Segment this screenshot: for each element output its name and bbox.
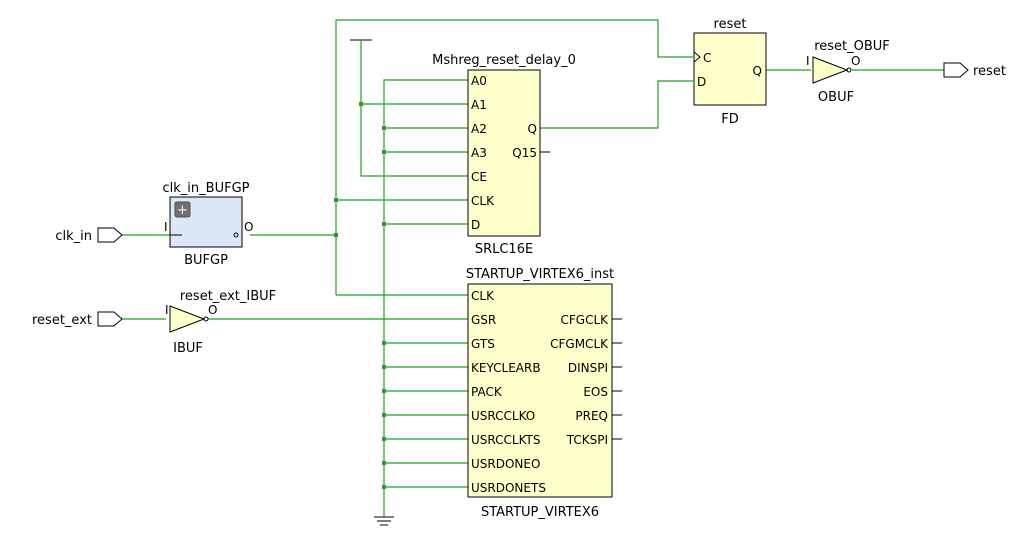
pin-a1: A1 [471,98,487,112]
pin-usrcclkts: USRCCLKTS [471,433,540,447]
pin-tckspi: TCKSPI [566,433,608,447]
bufgp-cell[interactable]: clk_in_BUFGP + I O BUFGP [163,181,254,268]
svg-text:I: I [165,303,169,317]
pin-dinspi: DINSPI [568,361,608,375]
fd-instance-name: reset [714,17,747,32]
pin-cfgclk: CFGCLK [560,313,609,327]
svg-text:O: O [208,303,217,317]
srl-type: SRLC16E [475,242,533,257]
svg-text:C: C [703,51,711,65]
port-clk-in[interactable]: clk_in [55,227,123,244]
svg-text:I: I [806,54,810,68]
svg-text:I: I [164,220,168,234]
srl-instance-name: Mshreg_reset_delay_0 [432,53,576,68]
pin-clk: CLK [471,289,495,303]
pin-a2: A2 [471,122,487,136]
output-port-icon [943,62,969,78]
fd-type: FD [721,112,739,127]
pin-gts: GTS [471,337,495,351]
pin-ce: CE [471,170,487,184]
port-reset-ext-label: reset_ext [32,313,92,328]
svg-text:O: O [244,220,253,234]
port-reset-out-label: reset [973,64,1006,79]
net-srl-q[interactable] [540,80,693,129]
pin-q15: Q15 [512,146,537,160]
pin-pack: PACK [471,385,503,399]
startup-type: STARTUP_VIRTEX6 [481,505,599,520]
expand-icon[interactable] [174,201,191,218]
svg-text:Q: Q [753,64,762,78]
net-gnd[interactable] [383,79,468,517]
input-port-icon [97,227,123,243]
startup-instance-name: STARTUP_VIRTEX6_inst [466,267,614,282]
obuf-cell[interactable]: reset_OBUF I O OBUF [806,39,890,105]
srl-output-pins: Q Q15 [512,122,537,160]
svg-text:D: D [697,75,706,89]
net-clk[interactable] [250,19,693,236]
svg-text:+: + [177,203,188,218]
buffer-icon [169,305,206,333]
startup-cell[interactable]: STARTUP_VIRTEX6_inst CLK GSR GTS KEYCLEARB P… [466,267,622,520]
bufgp-out-bubble [233,232,239,238]
pin-a3: A3 [471,146,487,160]
obuf-instance-name: reset_OBUF [814,39,890,54]
clock-edge-icon [693,51,701,63]
pin-usrdoneo: USRDONEO [471,457,540,471]
bufgp-instance-name: clk_in_BUFGP [163,181,250,196]
srl-body [467,69,541,237]
fd-body [693,32,767,106]
pin-keyclearb: KEYCLEARB [471,361,541,375]
pin-preq: PREQ [575,409,608,423]
pin-cfgmclk: CFGMCLK [550,337,609,351]
startup-input-pins: CLK GSR GTS KEYCLEARB PACK USRCCLKO USRCCLKTS U… [471,289,546,495]
port-reset-out[interactable]: reset [943,62,1006,79]
bufgp-type: BUFGP [184,253,228,268]
pin-gsr: GSR [471,313,496,327]
pin-eos: EOS [583,385,608,399]
port-clk-in-label: clk_in [55,229,92,244]
svg-text:O: O [851,54,860,68]
pin-clk: CLK [471,194,495,208]
pin-q: Q [528,122,537,136]
pin-d: D [471,218,480,232]
buffer-icon [812,56,849,84]
junction-dots [334,102,386,489]
fd-cell[interactable]: reset C D Q FD [693,17,767,127]
ibuf-cell[interactable]: reset_ext_IBUF I O IBUF [165,289,276,356]
pin-usrcclko: USRCCLKO [471,409,535,423]
ground-icon [374,516,394,526]
pin-usrdonets: USRDONETS [471,481,546,495]
pin-a0: A0 [471,74,487,88]
startup-output-pins: CFGCLK CFGMCLK DINSPI EOS PREQ TCKSPI [550,313,622,447]
port-reset-ext[interactable]: reset_ext [32,311,123,328]
net-vcc[interactable] [360,40,468,177]
nets [122,19,944,517]
ibuf-type: IBUF [173,341,203,356]
ibuf-instance-name: reset_ext_IBUF [180,289,276,304]
input-port-icon [97,311,123,327]
obuf-type: OBUF [818,90,854,105]
